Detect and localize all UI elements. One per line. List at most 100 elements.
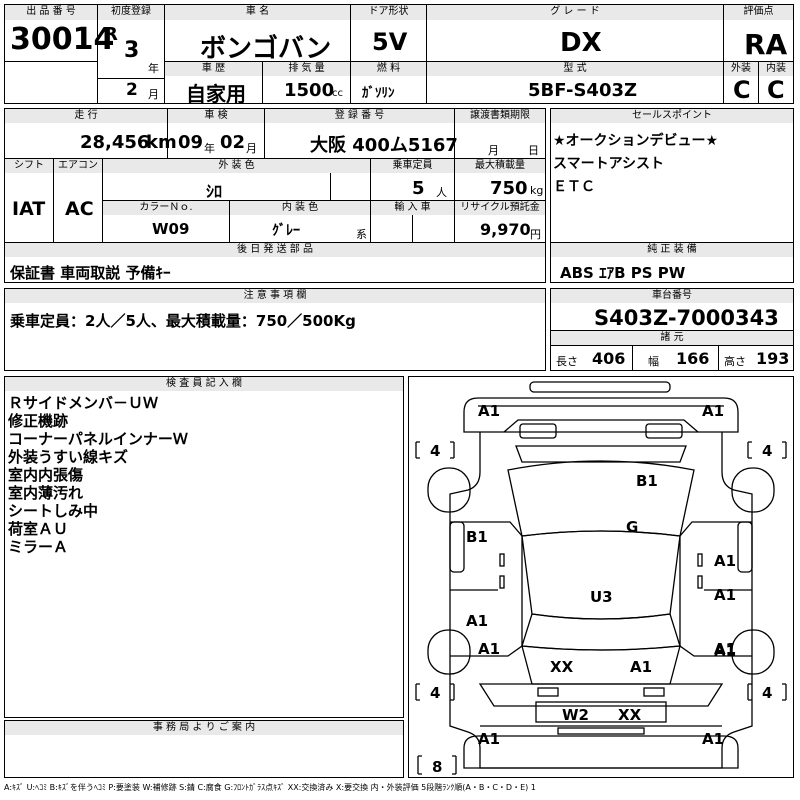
door-value: 5V	[372, 28, 408, 56]
capacity-unit: 人	[436, 186, 447, 199]
capacity-label: 乗車定員	[371, 159, 454, 173]
inspection-label: 車 検	[168, 109, 264, 123]
specs-label: 諸 元	[551, 331, 793, 345]
damage-mark: A1	[714, 640, 736, 658]
lot-number: 30014	[10, 22, 115, 57]
grade-value: DX	[560, 28, 602, 58]
inspector-line: 修正機跡	[8, 412, 69, 430]
inspection-year: 09	[178, 132, 204, 153]
inspector-line: 室内内張傷	[8, 466, 84, 484]
inspector-label: 検 査 員 記 入 欄	[5, 377, 403, 391]
recycle-unit: 円	[530, 228, 541, 241]
genuine-equip-value: ABS ｴｱB PS PW	[560, 264, 686, 282]
notes-label: 注 意 事 項 欄	[5, 289, 545, 303]
height-label: 高さ	[724, 355, 746, 368]
inspector-line: Ｒサイドメンバ－ＵＷ	[8, 394, 159, 412]
damage-mark: A1	[702, 730, 724, 748]
transfer-deadline-label: 譲渡書類期限	[455, 109, 545, 123]
tire-tread-value: 4	[430, 442, 440, 460]
displacement-value: 1500	[284, 80, 335, 101]
inspection-year-unit: 年	[204, 142, 215, 155]
model-value: 5BF-S403Z	[528, 80, 638, 101]
plate-label: 登 録 番 号	[265, 109, 454, 123]
plate-value: 大阪 400ム5167	[310, 135, 458, 156]
later-parts-value: 保証書 車両取説 予備ｷｰ	[10, 264, 171, 282]
mileage-value: 28,456	[80, 132, 150, 153]
damage-mark: XX	[550, 658, 574, 676]
damage-diagram-panel	[408, 376, 794, 778]
interior-color-label: 内 装 色	[230, 201, 370, 215]
fuel-value: ｶﾞｿﾘﾝ	[362, 86, 395, 101]
mileage-unit: km	[146, 132, 177, 153]
first-reg-year: 3	[124, 38, 140, 63]
damage-mark: A1	[630, 658, 652, 676]
interior-grade-label: 内装	[759, 62, 793, 76]
history-value: 自家用	[186, 82, 246, 106]
damage-mark: A1	[714, 552, 736, 570]
tire-tread-value: 4	[430, 684, 440, 702]
door-label: ドア形状	[351, 5, 426, 20]
grade-label: グ レ ー ド	[427, 5, 723, 20]
exterior-grade: C	[733, 76, 751, 104]
transfer-month-unit: 月	[488, 144, 499, 157]
exterior-color-label: 外 装 色	[103, 159, 370, 173]
sale-point-line: スマートアシスト	[553, 156, 665, 172]
vehicle-info-panel	[4, 108, 546, 283]
inspector-line: 荷室ＡＵ	[8, 520, 69, 538]
inspector-line: 室内薄汚れ	[8, 484, 84, 502]
genuine-equip-panel	[550, 242, 794, 283]
aircon-value: AC	[65, 198, 94, 220]
recycle-value: 9,970	[480, 220, 531, 239]
inspector-line: シートしみ中	[8, 502, 99, 520]
capacity-value: 5	[412, 178, 425, 199]
exterior-grade-label: 外装	[724, 62, 758, 76]
first-reg-month-unit: 月	[148, 88, 159, 101]
first-reg-era: R	[104, 24, 118, 45]
fuel-label: 燃 料	[351, 62, 426, 76]
car-name: ボンゴバン	[200, 34, 332, 64]
shift-label: シフト	[5, 159, 53, 173]
mileage-label: 走 行	[5, 109, 167, 123]
interior-color-unit: 系	[356, 228, 367, 241]
interior-color-value: ｸﾞﾚｰ	[272, 223, 300, 239]
width-value: 166	[676, 349, 710, 368]
damage-mark: B1	[466, 528, 488, 546]
inspector-line: ミラーＡ	[8, 538, 69, 556]
lot-label: 出 品 番 号	[5, 5, 97, 20]
inspector-line: 外装うすい線キズ	[8, 448, 129, 466]
max-load-value: 750	[490, 178, 528, 199]
damage-mark: A1	[478, 402, 500, 420]
damage-mark: A1	[478, 640, 500, 658]
damage-mark: G	[626, 518, 638, 536]
aircon-label: エアコン	[54, 159, 102, 173]
inspector-line: コーナーパネルインナーＷ	[8, 430, 188, 448]
tire-tread-value: 4	[762, 442, 772, 460]
length-label: 長さ	[556, 355, 578, 368]
office-panel	[4, 720, 404, 778]
car-name-label: 車 名	[165, 5, 350, 20]
import-label: 輸 入 車	[371, 201, 454, 215]
chassis-value: S403Z-7000343	[594, 306, 779, 330]
damage-mark: XX	[618, 706, 642, 724]
damage-mark: A1	[478, 730, 500, 748]
inspection-month: 02	[220, 132, 246, 153]
legend-text: A:ｷｽﾞ U:ﾍｺﾐ B:ｷｽﾞを伴うﾍｺﾐ P:要塗装 W:補修跡 S:錆 …	[4, 783, 536, 792]
history-label: 車 歴	[165, 62, 262, 76]
damage-mark: U3	[590, 588, 613, 606]
interior-grade: C	[767, 76, 785, 104]
max-load-label: 最大積載量	[455, 159, 545, 173]
inspector-panel	[4, 376, 404, 718]
first-reg-year-unit: 年	[148, 62, 159, 75]
first-reg-label: 初度登録	[98, 5, 164, 20]
height-value: 193	[756, 349, 790, 368]
notes-panel	[4, 288, 546, 371]
inspection-month-unit: 月	[246, 142, 257, 155]
length-value: 406	[592, 349, 626, 368]
header-panel	[4, 4, 794, 104]
damage-mark: B1	[636, 472, 658, 490]
displacement-label: 排 気 量	[263, 62, 350, 76]
max-load-unit: kg	[530, 184, 544, 197]
